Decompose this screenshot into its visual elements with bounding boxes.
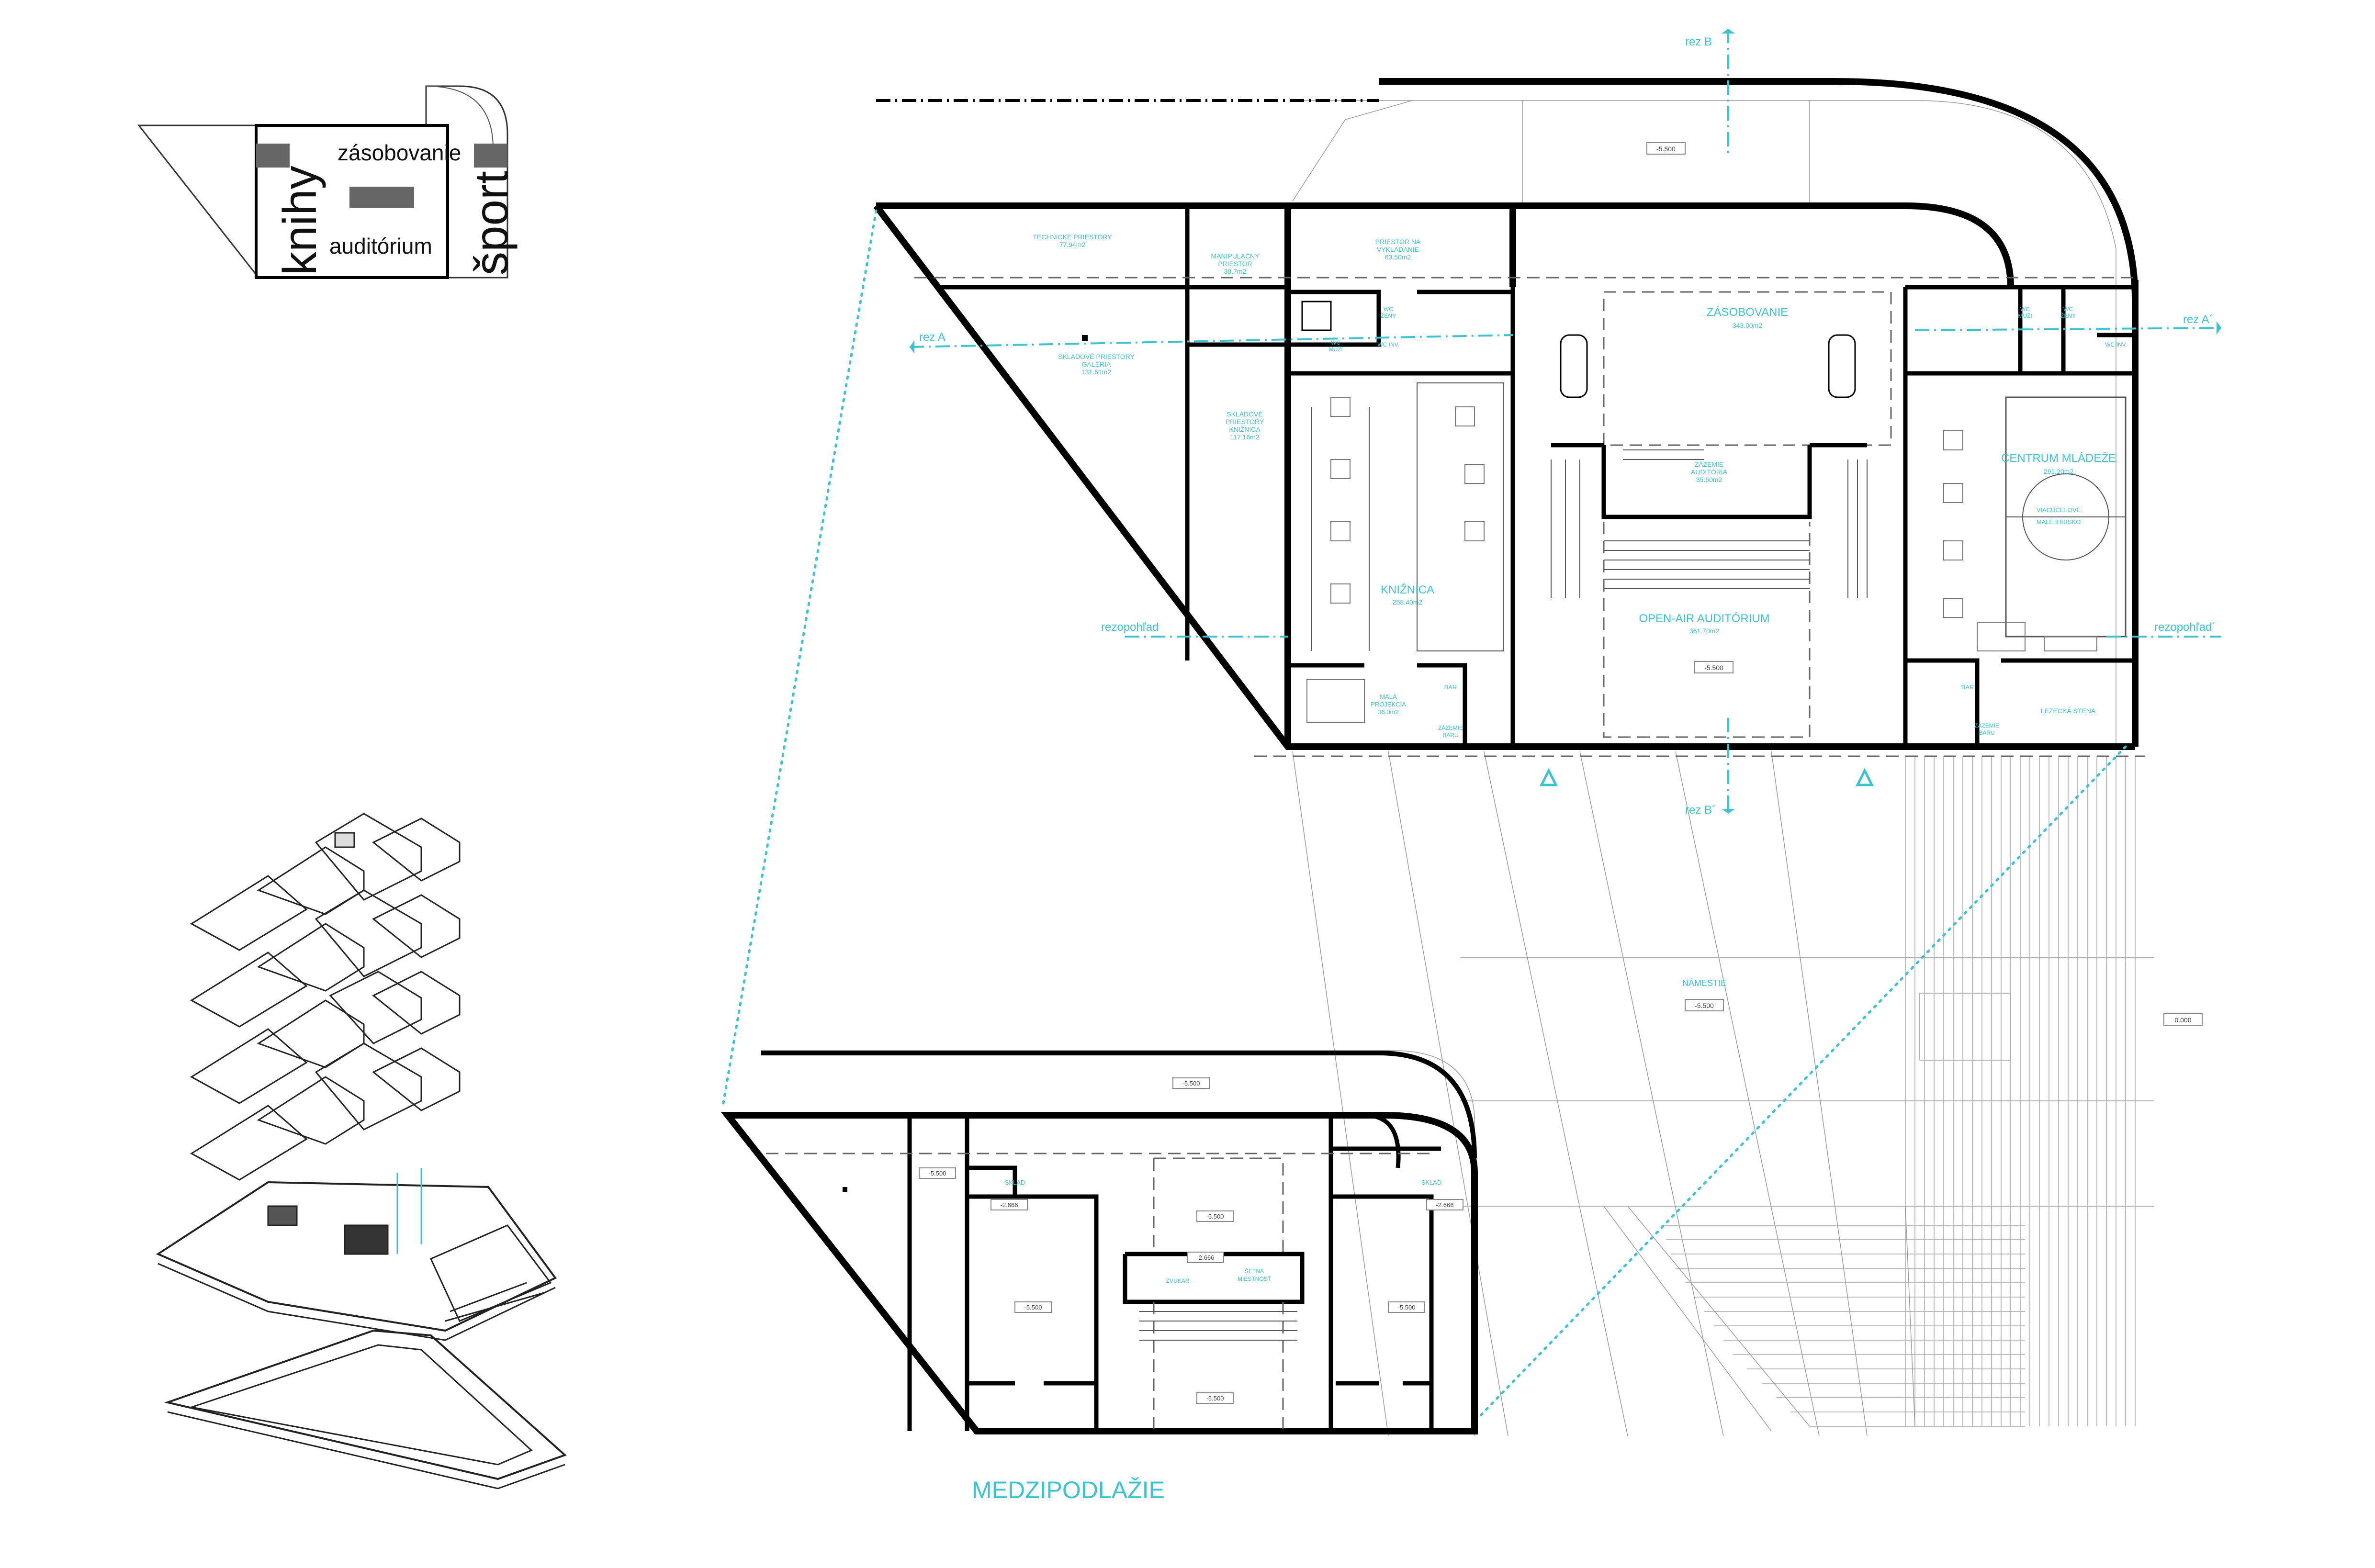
- furniture: [1306, 397, 2097, 723]
- room-zazemie-baru-left-1: ZÁZEMIE: [1438, 724, 1463, 731]
- room-auditorium-area: 361.70m2: [1689, 627, 1719, 635]
- keyplan: zásobovanie knihy auditórium šport: [137, 85, 518, 279]
- mezz-room-sklad-left: SKLAD: [1005, 1179, 1025, 1186]
- keyplan-label-zasobovanie: zásobovanie: [338, 140, 461, 165]
- axonometric-exploded-view: [156, 813, 567, 1490]
- room-zazemie-2: AUDITÓRIA: [1691, 468, 1728, 476]
- room-vykladanie-3: 63.50m2: [1385, 253, 1411, 261]
- room-skladove-galeria-2: GALÉRIA: [1082, 360, 1111, 368]
- projection-guides: [721, 209, 2127, 1418]
- wc-e-1: WC: [2063, 306, 2073, 313]
- room-skladove-galeria-3: 131.61m2: [1081, 368, 1111, 376]
- room-namestie: NÁMESTIE: [1682, 978, 1726, 988]
- mezzanine-title: MEDZIPODLAŽIE: [972, 1477, 1165, 1503]
- axo-level-2: [190, 889, 461, 1028]
- room-mala-projekcia-2: PROJEKCIA: [1371, 701, 1406, 708]
- room-viacucelove-2: MALÉ IHRISKO: [2037, 518, 2081, 526]
- mezz-level-right-stair: -2.666: [1436, 1201, 1454, 1209]
- room-bar-left: BAR: [1444, 683, 1457, 691]
- room-viacucelove-1: VIACÚČELOVÉ: [2037, 506, 2081, 514]
- room-vykladanie-1: PRIESTOR NA: [1375, 238, 1421, 246]
- level-namestie: -5.500: [1695, 1002, 1714, 1009]
- mezz-level-center-small: -2.666: [1197, 1254, 1215, 1261]
- room-bar-right: BAR: [1961, 683, 1974, 691]
- mezz-room-zvukar: ZVUKAR: [1166, 1277, 1190, 1284]
- mezz-level-right-room: -5.500: [1398, 1304, 1416, 1311]
- wc-e-2: ŽENY: [2060, 312, 2076, 319]
- mezz-room-setna-1: ŠETNÁ: [1245, 1267, 1264, 1275]
- room-skladove-kniznica-4: 117.16m2: [1230, 433, 1259, 441]
- axo-level-4: [190, 1042, 461, 1181]
- axo-level-6: [164, 1329, 567, 1490]
- level-markers: -5.500 -5.500 -5.500 0.000: [1646, 142, 2203, 1026]
- mezz-level-left-top: -5.500: [929, 1170, 946, 1177]
- wc-b-1: WC: [1384, 306, 1393, 313]
- wc-c: WC INV.: [1377, 341, 1399, 348]
- room-skladove-kniznica-3: KNIŽNICA: [1229, 426, 1261, 433]
- mezz-level-top: -5.500: [1182, 1080, 1200, 1087]
- room-skladove-galeria-1: SKLADOVÉ PRIESTORY: [1058, 353, 1135, 360]
- mezz-room-sklad-right: SKLAD: [1421, 1179, 1442, 1186]
- level-auditorium: -5.500: [1704, 664, 1723, 672]
- section-label-rez-a: rez A: [919, 331, 945, 344]
- level-top: -5.500: [1656, 145, 1676, 153]
- room-technicke: TECHNICKÉ PRIESTORY: [1033, 233, 1112, 241]
- mezz-level-left-room: -5.500: [1024, 1304, 1042, 1311]
- mezz-level-center-bottom: -5.500: [1206, 1395, 1224, 1402]
- room-lezecka: LEZECKÁ STENA: [2041, 707, 2096, 715]
- section-label-rez-b-prime: rez B´: [1685, 804, 1716, 817]
- axo-level-3: [190, 971, 461, 1104]
- mezz-room-setna-2: MIESTNOSŤ: [1238, 1275, 1272, 1282]
- mezz-level-left-stair: -2.666: [1001, 1201, 1018, 1209]
- keyplan-label-auditorium: auditórium: [329, 234, 432, 258]
- room-centrum-title: CENTRUM MLÁDEŽE: [2001, 452, 2116, 465]
- level-right-plaza: 0.000: [2174, 1016, 2191, 1024]
- room-technicke-area: 77.94m2: [1059, 241, 1086, 248]
- room-zazemie-1: ZÁZEMIE: [1695, 460, 1724, 468]
- section-label-rez-a-prime: rez A´: [2183, 313, 2213, 326]
- room-skladove-kniznica-2: PRIESTORY: [1226, 418, 1264, 426]
- mezzanine-plan: -5.500 -2.666 -5.500 -5.500 -2.666 -5.50…: [720, 1050, 1478, 1503]
- main-floor-plan: TECHNICKÉ PRIESTORY 77.94m2 MANIPULAČNÝ …: [721, 29, 2222, 1436]
- wc-d-1: WC: [2020, 306, 2030, 313]
- room-labels: TECHNICKÉ PRIESTORY 77.94m2 MANIPULAČNÝ …: [1033, 233, 2127, 988]
- mezz-level-center-top: -5.500: [1206, 1213, 1224, 1220]
- room-zasobovanie-title: ZÁSOBOVANIE: [1707, 306, 1788, 319]
- room-kniznica-area: 258.40m2: [1393, 598, 1422, 606]
- axo-level-5: [156, 1168, 557, 1341]
- room-centrum-area: 291.20m2: [2044, 468, 2073, 475]
- section-lines: rez A rez A´ rez B rez B´ rezopohľad rez…: [876, 29, 2222, 817]
- room-zasobovanie-area: 343.00m2: [1733, 322, 1762, 329]
- room-zazemie-baru-right-2: BARU: [1979, 729, 1994, 736]
- keyplan-label-sport: šport: [465, 171, 518, 275]
- room-mala-projekcia-1: MALÁ: [1380, 693, 1397, 700]
- room-kniznica-title: KNIŽNICA: [1381, 583, 1434, 596]
- axo-level-1: [190, 813, 461, 951]
- room-skladove-kniznica-1: SKLADOVÉ: [1227, 410, 1262, 418]
- section-label-rezopohlad-right: rezopohľad´: [2154, 621, 2216, 634]
- keyplan-label-knihy: knihy: [273, 166, 326, 275]
- room-mala-projekcia-3: 36.0m2: [1378, 708, 1398, 716]
- wc-f: WC INV.: [2105, 341, 2127, 348]
- plaza-grid: [1292, 751, 2154, 1436]
- room-vykladanie-2: VYKLADANIE: [1377, 246, 1419, 253]
- room-manipulacny-2: PRIESTOR: [1218, 260, 1252, 268]
- room-manipulacny-3: 38.7m2: [1224, 268, 1247, 275]
- wc-a-2: MUŽI: [1328, 346, 1342, 353]
- room-zazemie-baru-left-2: BARU: [1442, 732, 1458, 739]
- room-zazemie-baru-right-1: ZÁZEMIE: [1974, 722, 1999, 729]
- wc-d-2: MUŽI: [2018, 312, 2032, 319]
- stepped-terraces: [1661, 756, 2136, 1427]
- wc-b-2: ŽENY: [1381, 312, 1396, 319]
- room-manipulacny-1: MANIPULAČNÝ: [1211, 252, 1260, 260]
- room-zazemie-3: 35.60m2: [1696, 476, 1722, 483]
- section-label-rez-b: rez B: [1685, 35, 1712, 48]
- wc-a-1: WC: [1331, 339, 1340, 346]
- room-auditorium-title: OPEN-AIR AUDITÓRIUM: [1639, 612, 1769, 625]
- section-label-rezopohlad-left: rezopohľad: [1101, 621, 1159, 634]
